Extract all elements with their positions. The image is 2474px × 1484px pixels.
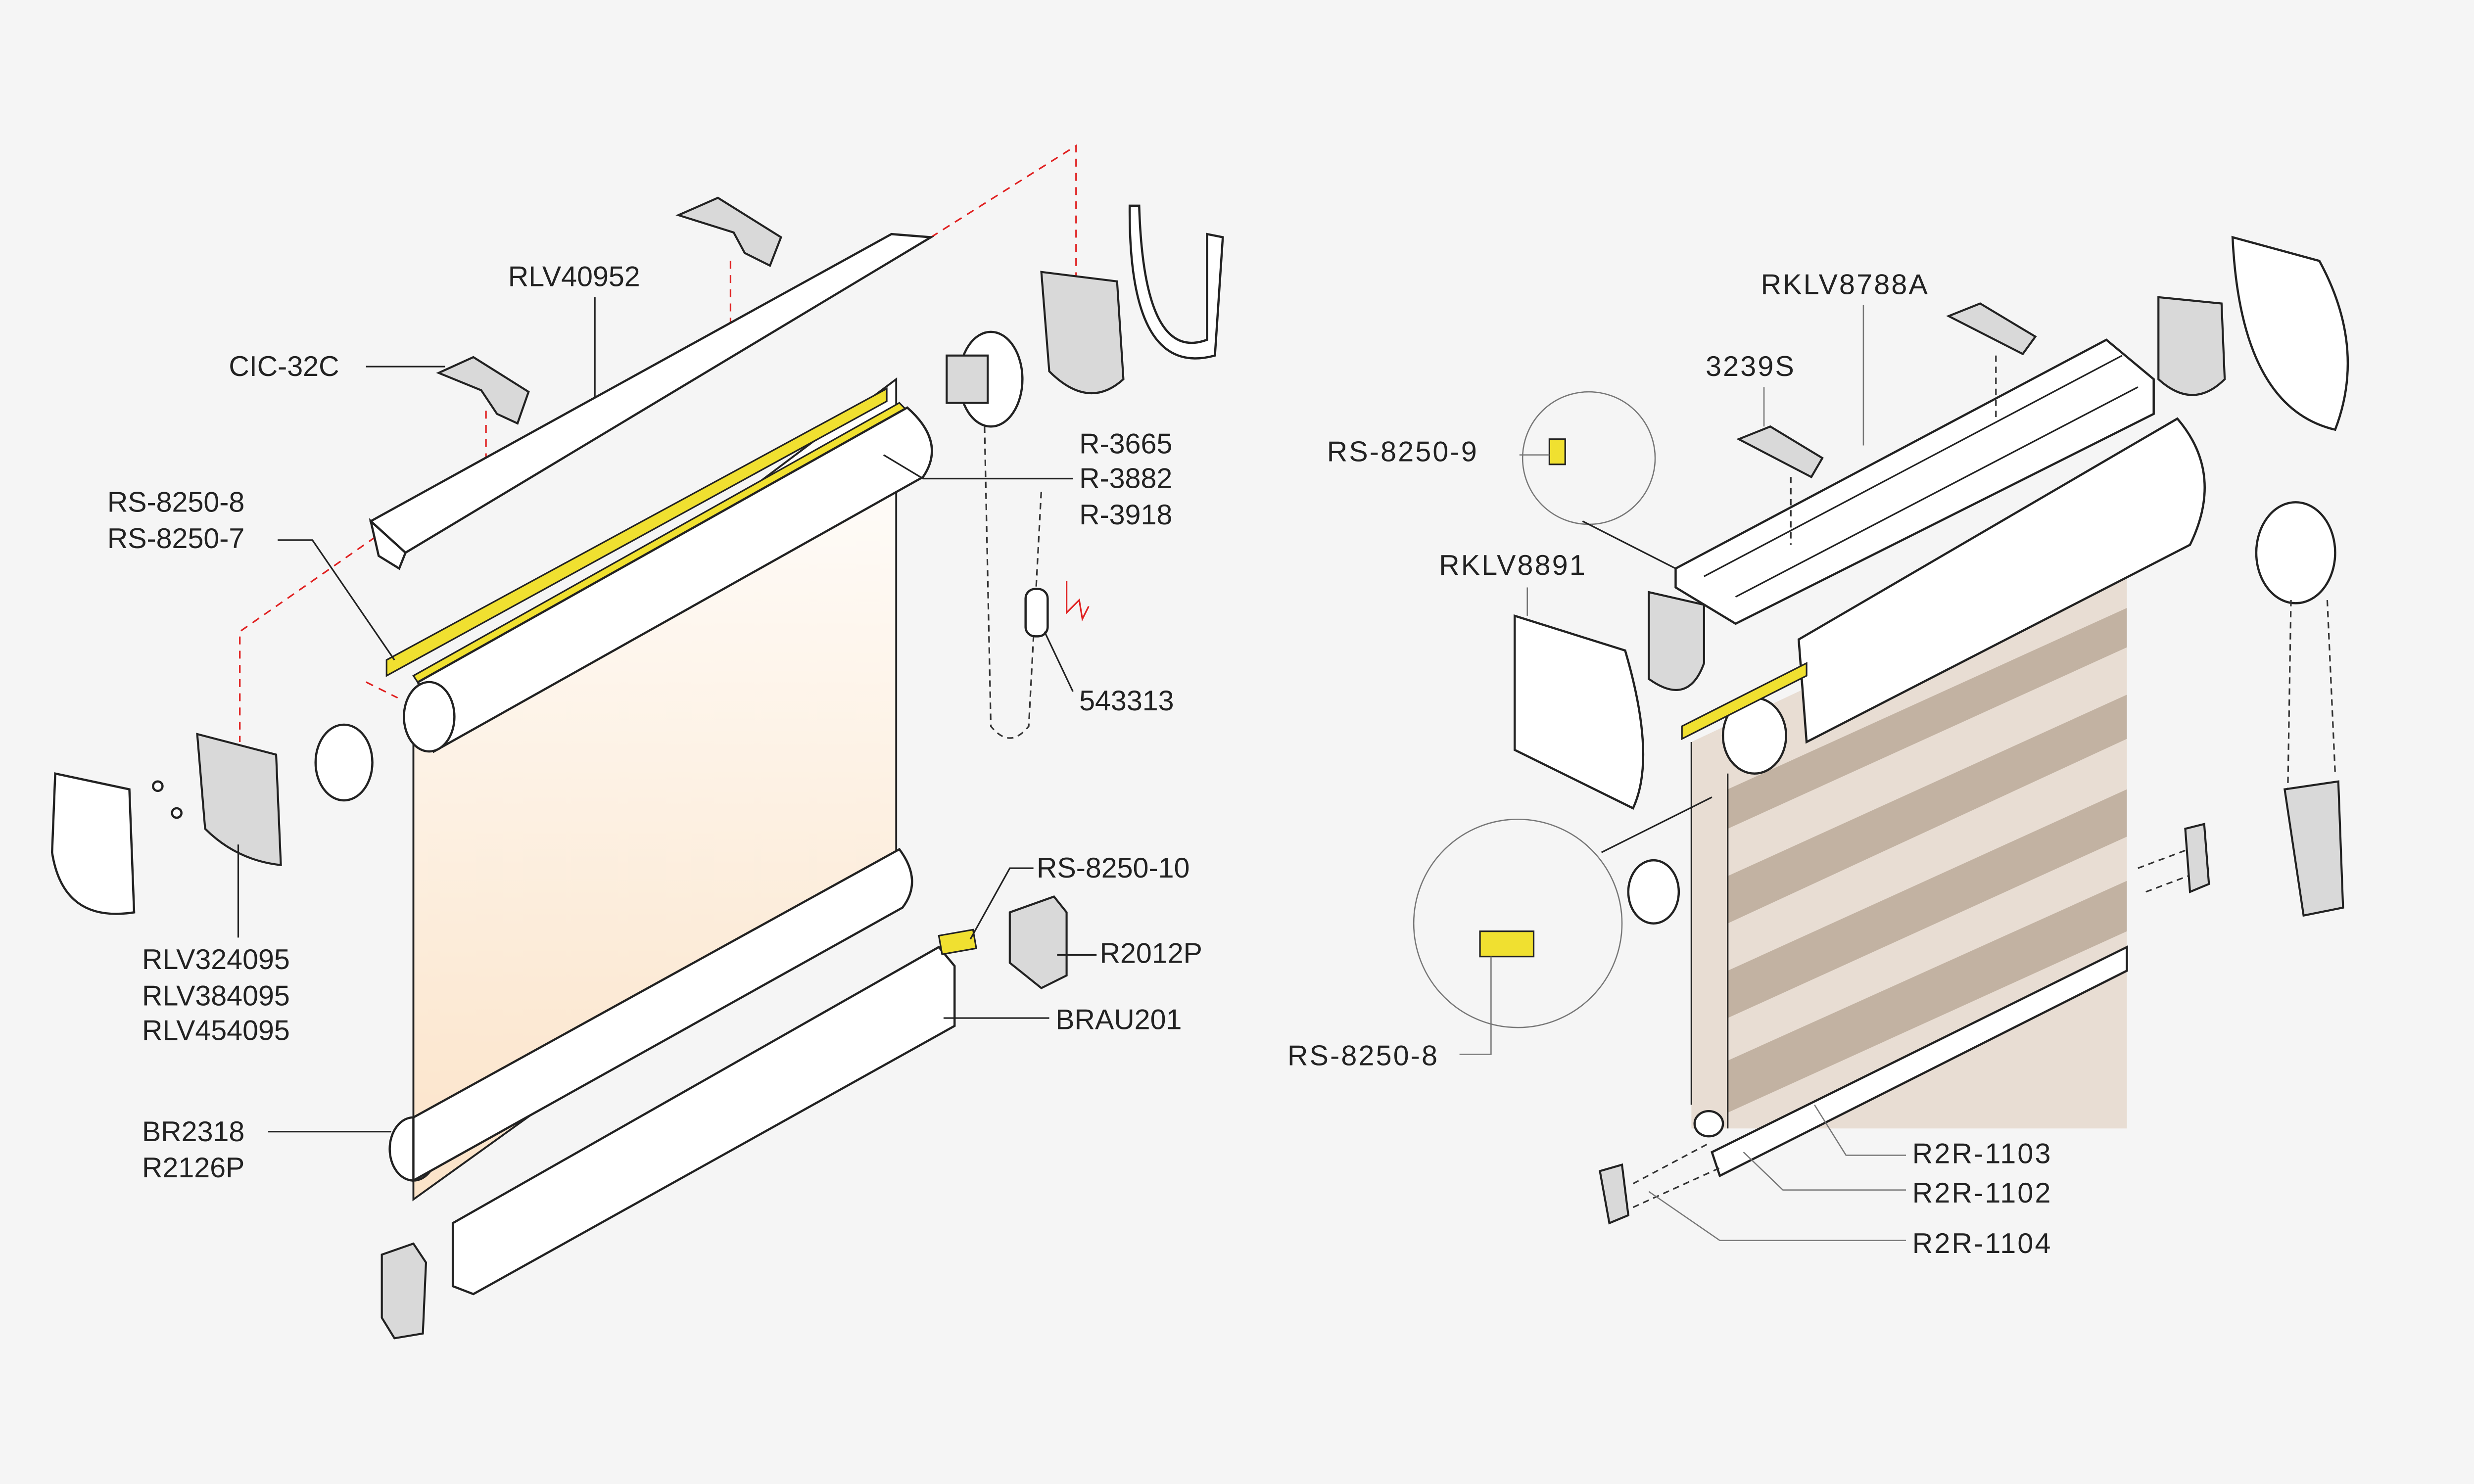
bottom-rail	[451, 945, 956, 1296]
bracket-clip	[436, 356, 530, 425]
bottom-end-cap	[1599, 1163, 1630, 1225]
chain-tensioner	[2283, 780, 2344, 917]
bottom-tube-end	[1693, 1110, 1724, 1138]
label-rklv8891: RKLV8891	[1439, 550, 1587, 581]
clutch-core	[946, 354, 989, 404]
left-roller-blind	[50, 144, 1224, 1340]
end-plug-r2r	[2184, 823, 2210, 893]
label-rs-8250-8-right: RS-8250-8	[1287, 1040, 1439, 1072]
label-r-3918: R-3918	[1079, 499, 1172, 531]
roller-tube	[417, 406, 933, 753]
roller-tube-end	[403, 681, 456, 753]
bracket-clip	[1946, 302, 2037, 356]
label-rlv384095: RLV384095	[142, 980, 290, 1012]
label-rklv8788a: RKLV8788A	[1761, 269, 1929, 300]
right-zebra-blind	[1413, 235, 2349, 1225]
rs-8250-8-strip	[385, 387, 888, 677]
bracket-cover	[2231, 235, 2349, 431]
bead-chain	[2287, 600, 2336, 789]
label-br2318: BR2318	[142, 1116, 244, 1148]
bracket-clip	[675, 196, 782, 267]
idle-end-plug	[314, 723, 374, 802]
assembly-guide-line	[239, 144, 1077, 742]
idle-end-plug	[1627, 859, 1680, 925]
label-rs-8250-8: RS-8250-8	[107, 486, 244, 518]
clutch-control-unit	[2255, 501, 2336, 604]
label-3239s: 3239S	[1706, 351, 1796, 382]
label-rlv454095: RLV454095	[142, 1015, 290, 1047]
rs-8250-9-detail	[1548, 438, 1566, 465]
label-rs-8250-9: RS-8250-9	[1327, 436, 1478, 467]
screw-icon	[152, 780, 164, 792]
label-r2126p: R2126P	[142, 1152, 244, 1184]
right-leader-lines	[1459, 305, 1906, 1241]
rs-8250-8-strip	[1681, 661, 1808, 741]
idle-end-bracket	[196, 733, 282, 867]
detail-circle-rs-8250-9	[1522, 391, 1656, 525]
chain-connector	[1024, 588, 1049, 638]
fabric-edge	[1690, 742, 1729, 1129]
rklv8891-end-cap	[1513, 614, 1645, 810]
cassette-headrail	[1674, 338, 2155, 625]
zebra-stripes	[1727, 607, 2127, 1113]
bottom-rail-end-cap	[381, 1242, 428, 1340]
left-leader-lines	[237, 297, 1097, 1133]
control-bracket	[2157, 296, 2226, 396]
end-cover	[50, 772, 136, 915]
control-side-bracket	[1040, 271, 1125, 394]
bottom-tube	[412, 847, 913, 1183]
label-cic-32c: CIC-32C	[229, 351, 339, 382]
label-rs-8250-10: RS-8250-10	[1037, 852, 1189, 884]
bottom-rail	[1711, 945, 2128, 1178]
end-bracket	[1648, 591, 1705, 691]
label-r-3882: R-3882	[1079, 463, 1172, 495]
handwritten-mark	[1066, 581, 1090, 622]
headrail-profile	[369, 518, 407, 570]
label-r2r-1102: R2R-1102	[1912, 1177, 2052, 1209]
label-rs-8250-7: RS-8250-7	[107, 523, 244, 555]
label-r2012p: R2012P	[1100, 937, 1202, 969]
r2012p-end-cap	[1008, 895, 1068, 989]
label-r-3665: R-3665	[1079, 428, 1172, 460]
cassette-cover	[1797, 417, 2206, 744]
bead-chain	[984, 426, 1043, 739]
rs-8250-10-strip	[938, 928, 977, 956]
rs-8250-8-detail	[1479, 930, 1535, 958]
label-r2r-1104: R2R-1104	[1912, 1228, 2052, 1259]
label-r2r-1103: R2R-1103	[1912, 1138, 2052, 1169]
bracket-clip	[1736, 425, 1824, 479]
bracket-cover	[1128, 204, 1224, 360]
label-rlv40952: RLV40952	[508, 261, 640, 292]
detail-circle-rs-8250-8	[1413, 818, 1623, 1028]
label-rlv324095: RLV324095	[142, 944, 290, 975]
label-brau201: BRAU201	[1055, 1004, 1182, 1035]
label-543313: 543313	[1079, 685, 1174, 717]
screw-icon	[171, 807, 183, 819]
